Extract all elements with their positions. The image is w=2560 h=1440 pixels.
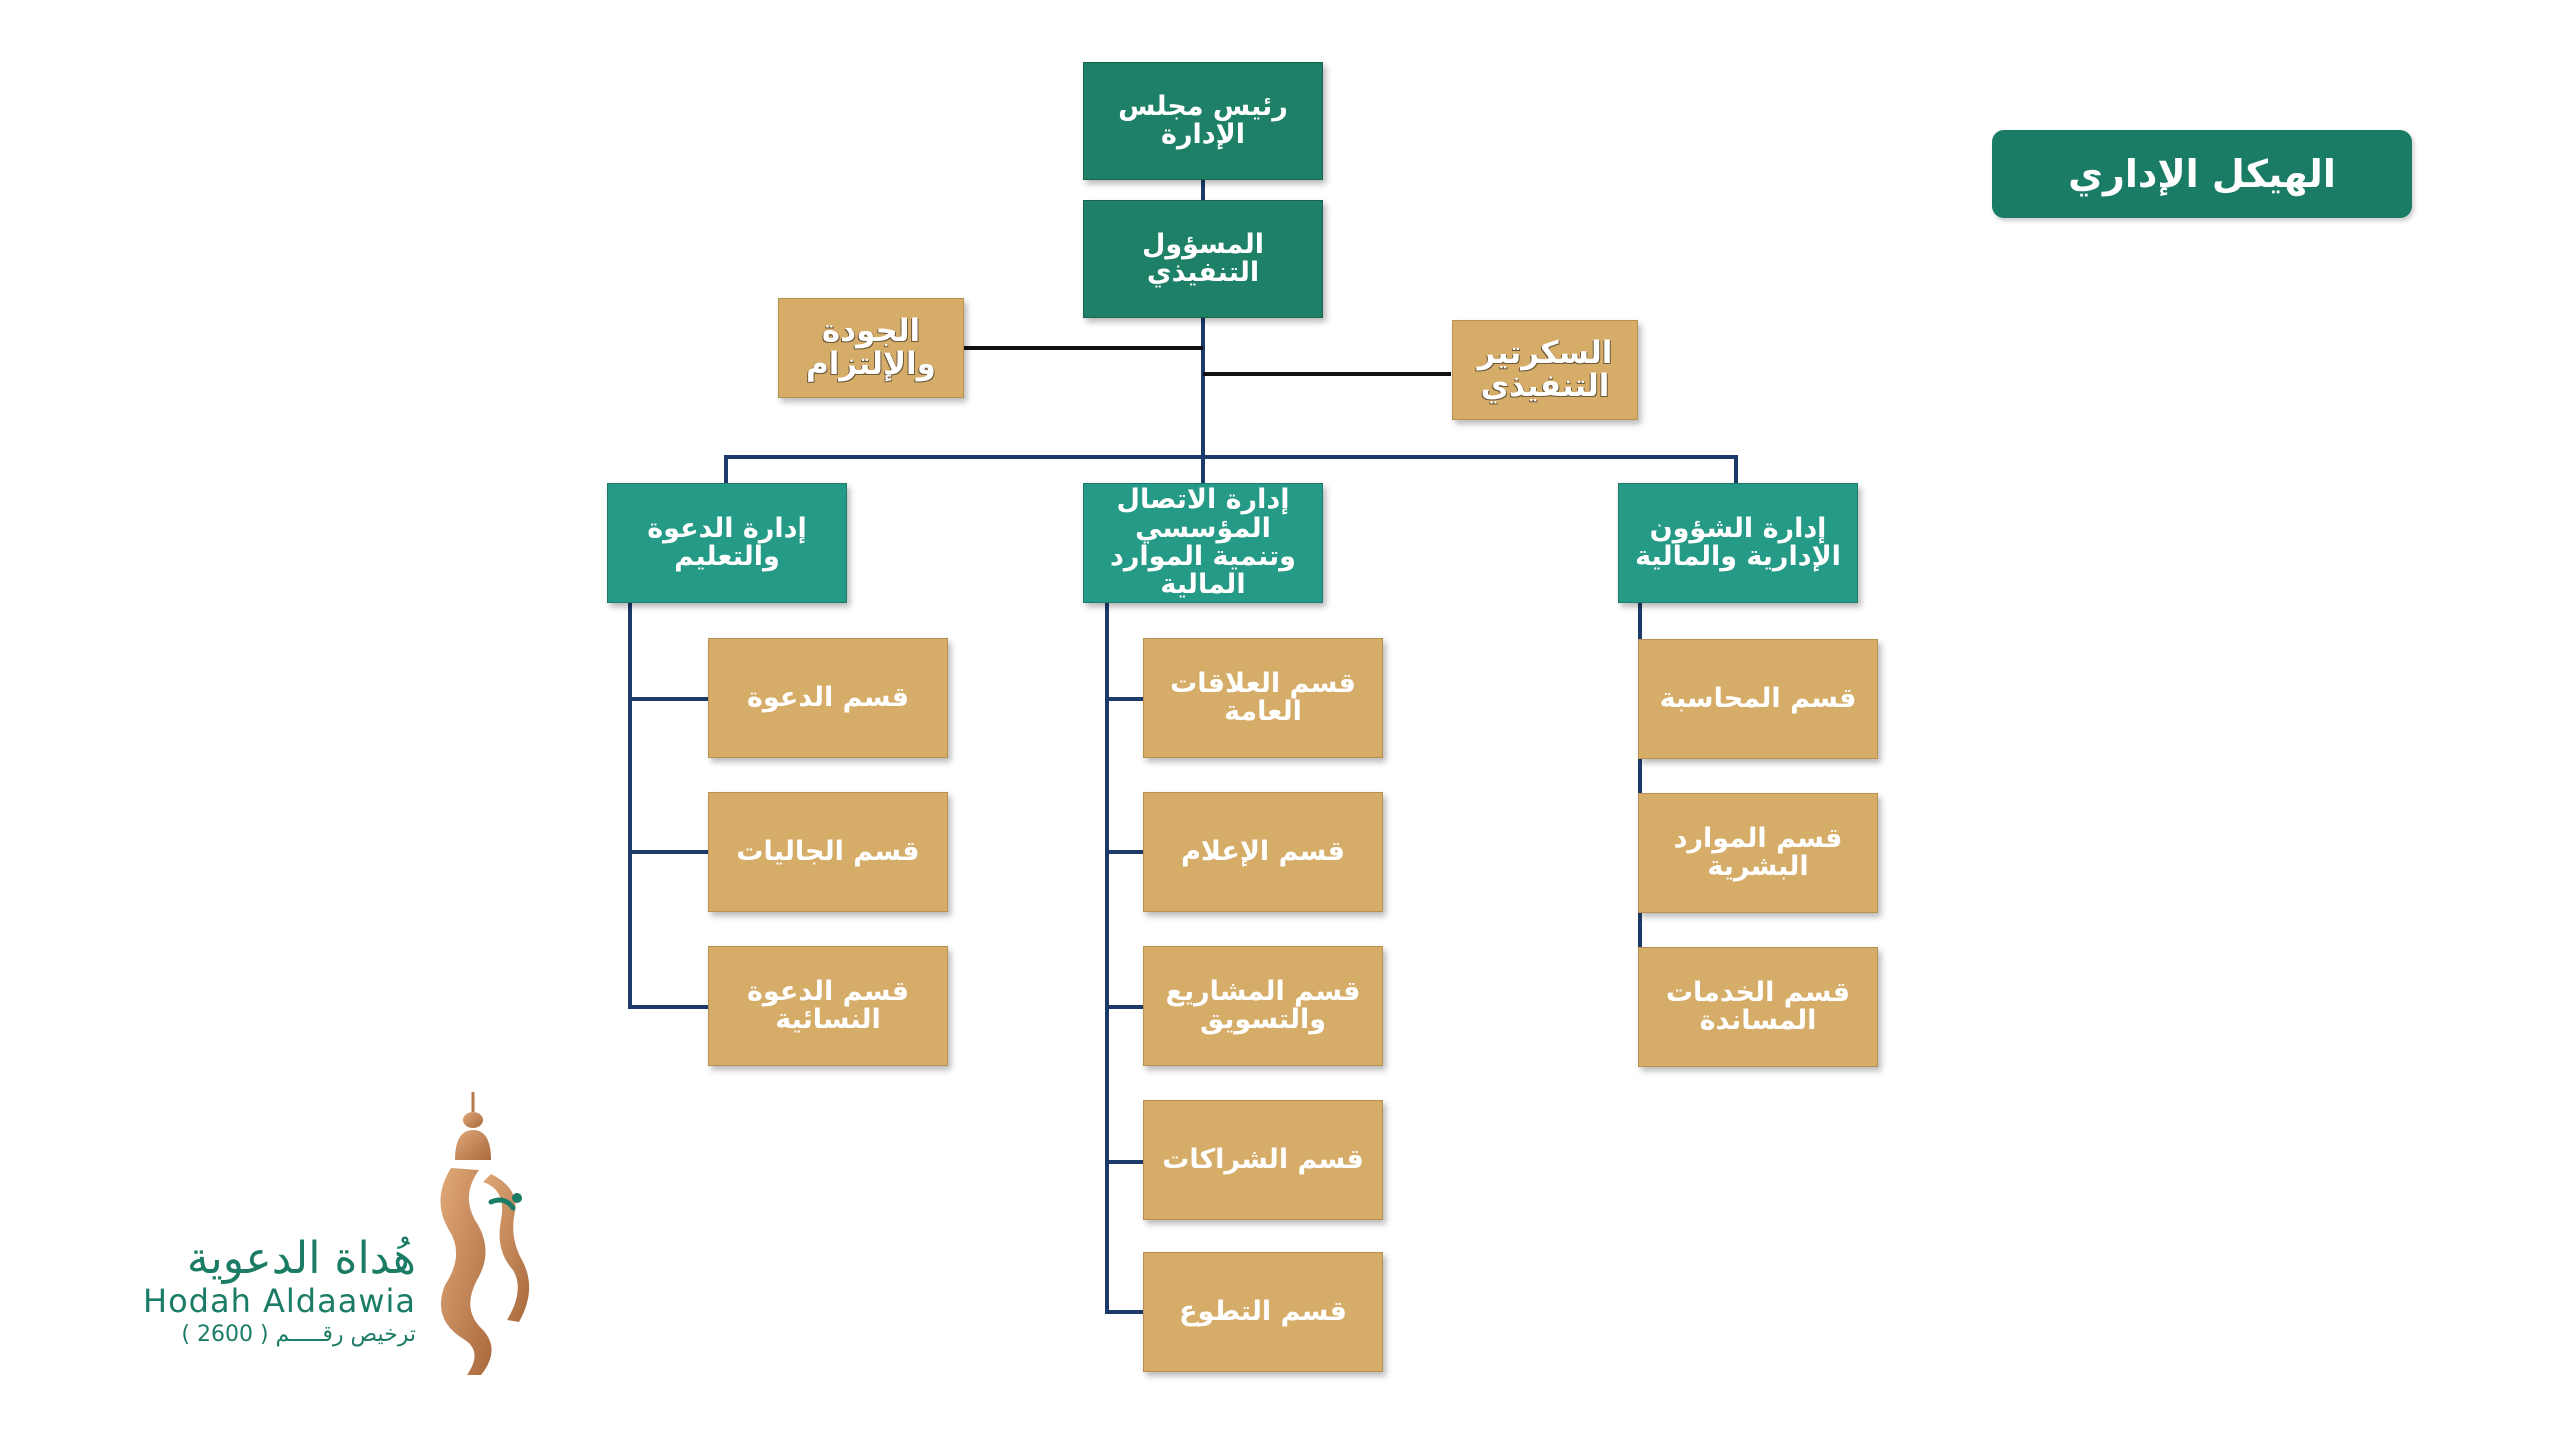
connector-spine (1201, 318, 1205, 458)
node-ceo: المسؤول التنفيذي (1083, 200, 1323, 318)
node-dept-admin: إدارة الشؤون الإدارية والمالية (1618, 483, 1858, 603)
connector-quality (963, 346, 1203, 350)
node-dept-comm: إدارة الاتصال المؤسسي وتنمية الموارد الم… (1083, 483, 1323, 603)
connector-dawah-vertical (628, 603, 632, 1007)
node-section: قسم الدعوة (708, 638, 948, 758)
connector-comm-branch (1105, 1005, 1145, 1009)
connector-chair-ceo (1201, 180, 1205, 202)
node-dept-dawah: إدارة الدعوة والتعليم (607, 483, 847, 603)
node-quality: الجودة والإلتزام (778, 298, 964, 398)
page-title: الهيكل الإداري (1992, 130, 2412, 218)
node-section: قسم العلاقات العامة (1143, 638, 1383, 758)
node-section: قسم الخدمات المساندة (1638, 947, 1878, 1067)
connector-secretary (1203, 372, 1451, 376)
node-section: قسم المشاريع والتسويق (1143, 946, 1383, 1066)
connector-drop-dawah (724, 455, 728, 485)
connector-comm-branch (1105, 697, 1145, 701)
organization-logo: هُداة الدعوية Hodah Aldaawia ترخيص رقـــ… (143, 1090, 536, 1380)
connector-comm-branch (1105, 850, 1145, 854)
connector-dawah-branch (628, 850, 708, 854)
node-section: قسم الدعوة النسائية (708, 946, 948, 1066)
connector-dawah-branch (628, 1005, 708, 1009)
logo-mark-icon (440, 1092, 530, 1375)
connector-comm-branch (1105, 1160, 1145, 1164)
connector-drop-admin (1734, 455, 1738, 485)
logo-arabic-name: هُداة الدعوية (186, 1233, 416, 1284)
logo-english-name: Hodah Aldaawia (143, 1282, 416, 1320)
connector-dawah-branch (628, 697, 708, 701)
connector-bus (724, 455, 1738, 459)
node-section: قسم الإعلام (1143, 792, 1383, 912)
connector-drop-comm (1201, 455, 1205, 485)
logo-license: ترخيص رقـــــم ( 2600 ) (181, 1322, 416, 1347)
node-section: قسم التطوع (1143, 1252, 1383, 1372)
connector-comm-vertical (1105, 603, 1109, 1312)
node-section: قسم الجاليات (708, 792, 948, 912)
node-secretary: السكرتير التنفيذي (1452, 320, 1638, 420)
connector-comm-branch (1105, 1310, 1145, 1314)
node-section: قسم الشراكات (1143, 1100, 1383, 1220)
node-chairman: رئيس مجلس الإدارة (1083, 62, 1323, 180)
node-section: قسم الموارد البشرية (1638, 793, 1878, 913)
node-section: قسم المحاسبة (1638, 639, 1878, 759)
